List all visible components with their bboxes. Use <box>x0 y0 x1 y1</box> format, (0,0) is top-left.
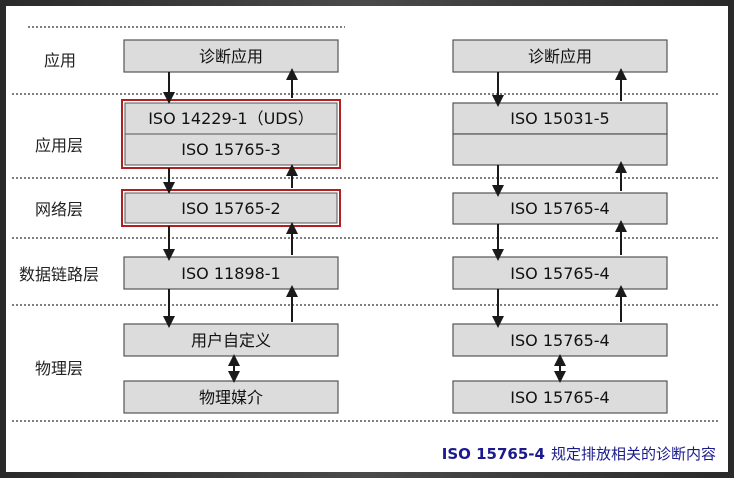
right-phys-upper-text: ISO 15765-4 <box>510 331 609 350</box>
left-datalink-text: ISO 11898-1 <box>181 264 280 283</box>
layer-separators <box>12 26 718 422</box>
left-phys-user-box <box>123 323 339 357</box>
left-network-text: ISO 15765-2 <box>181 199 280 218</box>
layer-label-app-layer: 应用层 <box>35 136 83 155</box>
caption: ISO 15765-4 规定排放相关的诊断内容 <box>442 445 716 463</box>
right-phys-lower-box <box>452 380 668 414</box>
left-phys-user-text: 用户自定义 <box>191 331 271 350</box>
right-phys-upper-box <box>452 323 668 357</box>
osi-diagram: 应用 应用层 网络层 数据链路层 物理层 诊断应用 ISO 14229-1（UD… <box>12 26 718 463</box>
left-applayer-text: ISO 15765-3 <box>181 140 280 159</box>
caption-standard: ISO 15765-4 <box>442 445 545 463</box>
layer-label-phys: 物理层 <box>35 359 83 378</box>
right-application-box <box>452 39 668 73</box>
right-network-text: ISO 15765-4 <box>510 199 609 218</box>
layer-label-net: 网络层 <box>35 200 83 219</box>
right-applayer-text: ISO 15031-5 <box>510 109 609 128</box>
caption-text: 规定排放相关的诊断内容 <box>551 445 716 463</box>
layer-label-app: 应用 <box>44 51 76 70</box>
layer-label-datalink: 数据链路层 <box>19 265 99 284</box>
right-datalink-box <box>452 256 668 290</box>
right-stack: 诊断应用 ISO 15031-5 ISO 15765-4 ISO 15765-4… <box>452 39 668 414</box>
left-application-text: 诊断应用 <box>199 47 263 66</box>
slide-canvas: 应用 应用层 网络层 数据链路层 物理层 诊断应用 ISO 14229-1（UD… <box>6 6 728 472</box>
right-arrows <box>492 68 627 383</box>
right-phys-lower-text: ISO 15765-4 <box>510 388 609 407</box>
left-arrows <box>163 68 298 383</box>
left-app-layer-highlight <box>121 99 341 169</box>
right-datalink-text: ISO 15765-4 <box>510 264 609 283</box>
left-network-highlight <box>121 189 341 227</box>
left-datalink-box <box>123 256 339 290</box>
right-network-box <box>452 192 668 225</box>
left-stack: 诊断应用 ISO 14229-1（UDS） ISO 15765-3 ISO 15… <box>121 39 341 414</box>
left-phys-media-box <box>123 380 339 414</box>
left-uds-text: ISO 14229-1（UDS） <box>148 109 314 128</box>
left-application-box <box>123 39 339 73</box>
left-uds-box <box>124 102 338 135</box>
left-network-box <box>124 192 338 224</box>
right-application-text: 诊断应用 <box>528 47 592 66</box>
left-applayer-box <box>124 133 338 166</box>
right-applayer-blank-box <box>452 133 668 166</box>
left-phys-media-text: 物理媒介 <box>199 388 263 407</box>
